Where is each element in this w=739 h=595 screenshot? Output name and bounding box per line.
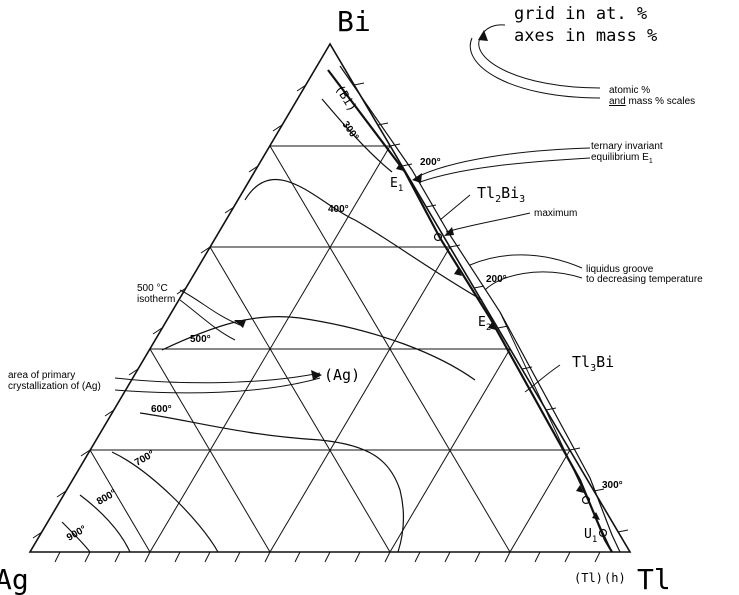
groove-leader-2	[484, 271, 583, 291]
iso500-leader-1	[179, 289, 241, 326]
legend-grid: grid in at. %	[514, 4, 647, 24]
note-groove-1: liquidus groove	[586, 264, 654, 275]
note-and: and	[609, 96, 626, 107]
e1-main: E	[390, 176, 398, 191]
iso-200-e1: 200°	[420, 157, 441, 168]
tl3bi-sub: 3	[590, 363, 596, 374]
note-mass: and mass % scales	[609, 96, 695, 107]
vertex-bi: Bi	[337, 5, 371, 38]
arrow-marker	[576, 485, 584, 493]
iso-600: 600°	[151, 404, 172, 415]
e1-sub: 1	[398, 184, 403, 194]
arrowhead	[478, 30, 488, 41]
note-atomic: atomic %	[609, 85, 650, 96]
isotherm-800	[79, 494, 131, 553]
vertex-ag: Ag	[0, 563, 29, 595]
ag-leader-2	[114, 377, 321, 394]
label-e1: E1	[390, 176, 403, 194]
maximum-leader	[445, 212, 531, 233]
note-iso500-1: 500 °C	[137, 283, 168, 294]
scales-leader-outer	[478, 24, 601, 89]
invariant-markers	[433, 232, 608, 538]
note-iso500-2: isotherm	[137, 294, 175, 305]
iso-300-right: 300°	[602, 480, 623, 491]
label-u1: U1	[584, 527, 597, 545]
tl2bi3-main: Tl	[477, 184, 495, 202]
u1-main: U	[584, 527, 592, 542]
tl3bi-main: Tl	[572, 353, 590, 371]
isotherm-900	[61, 521, 91, 553]
iso-700: 700°	[133, 449, 156, 469]
vertex-tl: Tl	[637, 563, 671, 595]
arrowhead	[311, 370, 322, 380]
isotherm-300-top	[321, 98, 393, 173]
iso-400: 400°	[328, 204, 349, 215]
iso500-leader-2	[179, 299, 236, 341]
iso-900: 900°	[65, 524, 88, 544]
arrowhead	[412, 173, 422, 183]
note-invariant-main: equilibrium E	[591, 152, 649, 163]
composition-grid	[89, 145, 571, 553]
tl2bi3-leader	[439, 194, 471, 221]
tl3bi-leader	[524, 364, 561, 393]
note-primary-2: crystallization of (Ag)	[8, 381, 101, 392]
arrow-marker	[592, 512, 600, 520]
isotherm-700	[111, 451, 219, 553]
isotherms	[61, 98, 483, 553]
phase-boundaries	[327, 65, 621, 553]
phase-ag: (Ag)	[324, 366, 360, 384]
phase-tl3bi: Tl3Bi	[572, 353, 614, 374]
phase-tl2bi3: Tl2Bi3	[477, 184, 525, 205]
triangle-frame	[28, 42, 632, 553]
liquidus-groove-line	[327, 69, 613, 553]
u1-sub: 1	[592, 535, 597, 545]
tl3bi-end: Bi	[596, 353, 614, 371]
tl2bi3-mid: Bi	[501, 184, 519, 202]
legend-axes: axes in mass %	[514, 26, 657, 46]
ag-leader-1	[114, 372, 321, 384]
tl3bi-boundary	[499, 311, 613, 553]
phase-tl: (Tl)	[574, 571, 603, 585]
iso-800: 800°	[95, 488, 118, 508]
arrow-marker	[396, 163, 404, 171]
axis-ticks	[32, 82, 629, 563]
leader-arrowheads	[234, 30, 488, 380]
invariant-leader-1	[414, 147, 591, 179]
h-marker	[598, 528, 608, 538]
tl2bi3-sub1: 2	[495, 194, 501, 205]
arrow-marker	[488, 322, 496, 330]
iso-500: 500°	[190, 334, 211, 345]
note-groove-2: to decreasing temperature	[586, 274, 703, 285]
note-maximum: maximum	[534, 208, 577, 219]
invariant-leader-2	[419, 157, 591, 183]
e2-main: E	[478, 315, 486, 330]
iso-200-e2: 200°	[486, 274, 507, 285]
isotherm-400	[244, 178, 483, 301]
note-invariant-2: equilibrium E1	[591, 152, 653, 165]
phase-h: (h)	[604, 571, 626, 585]
label-e2: E2	[478, 315, 491, 333]
note-invariant-sub: 1	[649, 158, 653, 165]
leader-lines	[114, 24, 601, 394]
u1-marker	[581, 495, 591, 505]
groove-leader-1	[469, 254, 583, 269]
arrowhead	[444, 227, 454, 236]
e2-sub: 2	[486, 323, 491, 333]
tl2bi3-sub2: 3	[519, 194, 525, 205]
note-invariant-1: ternary invariant	[591, 141, 663, 152]
groove-arrows	[396, 163, 600, 520]
isotherm-600	[139, 412, 405, 553]
isotherm-500	[161, 315, 476, 381]
arrow-marker	[454, 268, 462, 276]
note-primary-1: area of primary	[8, 370, 75, 381]
scales-leader-inner	[469, 37, 601, 99]
note-mass-rest: mass % scales	[626, 96, 695, 107]
maximum-marker	[433, 232, 443, 242]
arrowhead	[234, 320, 246, 328]
